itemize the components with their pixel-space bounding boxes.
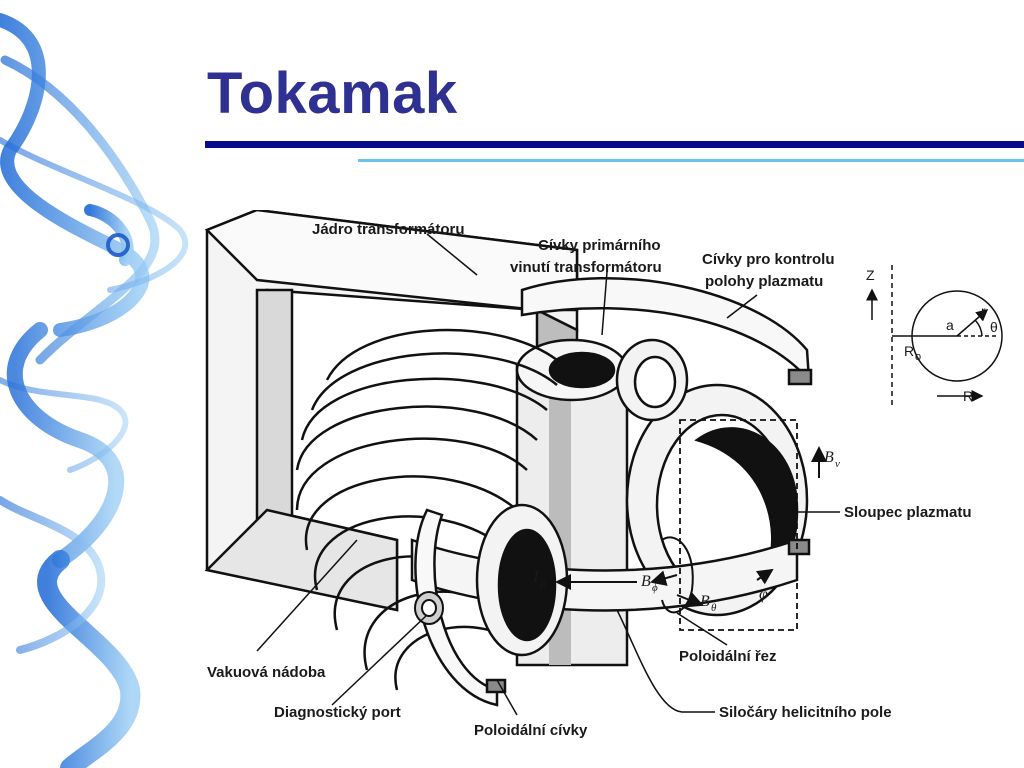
symbol-bv-sub: v [835,458,840,470]
tokamak-illustration: Jádro transformátoru Cívky primárního vi… [204,210,1003,739]
title-rule-dark [205,141,1024,148]
diagnostic-port [414,591,444,625]
label-control-coils-1: Cívky pro kontrolu [702,251,835,268]
label-transformer-core: Jádro transformátoru [312,221,465,238]
inset-theta-label: θ [990,319,998,335]
tokamak-diagram: Jádro transformátoru Cívky primárního vi… [197,210,1024,750]
label-control-coils-2: polohy plazmatu [705,273,823,290]
coordinate-inset [866,265,1003,405]
inset-z-label: Z [866,267,875,283]
label-poloidal-coils: Poloidální cívky [474,722,588,739]
smoke-decoration [0,13,189,768]
position-control-coil [520,276,813,386]
symbol-bphi: B [641,573,651,590]
label-vacuum-vessel: Vakuová nádoba [207,664,326,681]
field-arrows [555,446,827,608]
inset-a-label: a [946,317,954,333]
inset-r0-sub: o [915,351,921,363]
title-rule-light [358,159,1024,162]
symbol-ip-sub: p [539,578,546,590]
inset-r-label: r [981,303,986,319]
inset-r-axis-label: R [963,388,973,404]
symbol-ip: I [532,569,539,586]
inset-r0-label: R [904,343,914,359]
symbol-bphi-sub: ϕ [652,582,658,594]
symbol-bv: B [824,449,834,466]
label-poloidal-section: Poloidální řez [679,648,777,665]
label-primary-coils-1: Cívky primárního [538,237,661,254]
leader-lines [256,233,840,716]
label-primary-coils-2: vinutí transformátoru [510,259,662,276]
symbol-phi: φ [759,586,768,603]
slide-title: Tokamak [207,61,458,126]
symbol-btheta: B [700,593,710,610]
label-plasma-column: Sloupec plazmatu [844,504,972,521]
helical-field-line [661,536,694,614]
label-diagnostic-port: Diagnostický port [274,704,401,721]
label-helical-field-lines: Siločáry helicitního pole [719,704,892,721]
symbol-btheta-sub: θ [711,602,717,614]
poloidal-section-box [679,419,798,631]
